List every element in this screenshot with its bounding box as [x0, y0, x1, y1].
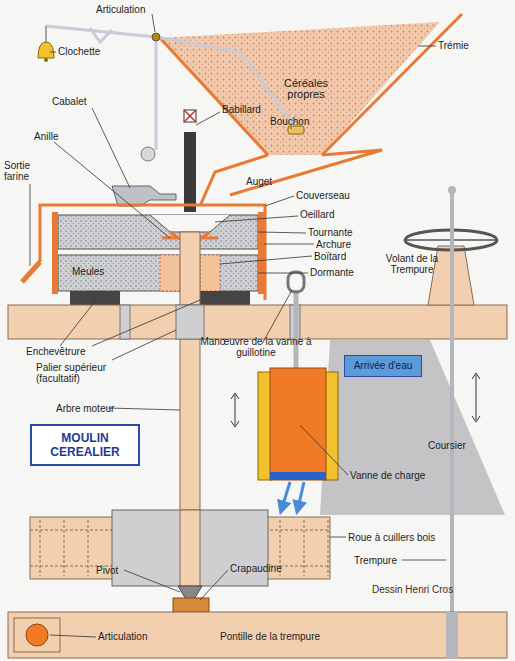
pontille: [8, 612, 507, 658]
vanne-edge: [270, 472, 326, 480]
wheel-spoon: [328, 520, 329, 576]
trempure-rod: [446, 612, 458, 658]
part-label: Dessin Henri Cros: [372, 584, 453, 595]
part-label: Articulation: [98, 631, 147, 642]
articulation-pin: [152, 33, 160, 41]
beam-post: [120, 305, 130, 339]
part-label: Pivot: [96, 565, 118, 576]
water-jet: [298, 482, 304, 508]
part-label: Pontille de la trempure: [220, 631, 320, 642]
archure: [258, 212, 264, 294]
part-label: Roue à cuillers bois: [348, 532, 435, 543]
part-label: Coursier: [428, 440, 466, 451]
part-label: Arbre moteur: [56, 403, 114, 414]
water-jet: [282, 482, 290, 508]
part-label: Archure: [316, 239, 351, 250]
part-label: Crapaudine: [230, 563, 282, 574]
part-label: Oeillard: [300, 209, 334, 220]
lever-support: [90, 28, 112, 42]
part-label: Bouchon: [270, 116, 309, 127]
wheel-spoon: [88, 520, 89, 576]
palier: [176, 305, 204, 339]
archure: [52, 212, 58, 294]
rod-knob: [448, 186, 456, 194]
wheel-spoon: [64, 520, 65, 576]
part-label: Articulation: [96, 4, 145, 15]
title-box: MOULIN CEREALIER: [30, 424, 140, 466]
motion-arrow: [472, 373, 480, 422]
node-text: MOULIN CEREALIER: [38, 431, 132, 459]
arbre-moteur: [180, 510, 200, 586]
lever-rod: [155, 37, 158, 150]
boitard: [160, 255, 180, 291]
part-label: Céréales propres: [274, 78, 338, 100]
trempure-rod: [450, 192, 454, 650]
part-label: Trempure: [354, 555, 397, 566]
arbre-moteur: [180, 232, 200, 517]
vanne-ring: [288, 272, 304, 292]
part-label: Tournante: [308, 227, 352, 238]
hopper-wall: [160, 38, 268, 155]
babillard: [184, 132, 196, 212]
part-label: Babillard: [222, 104, 261, 115]
cabalet: [112, 186, 176, 206]
wheel-spoon: [40, 520, 41, 576]
part-label: Sortie farine: [4, 160, 48, 182]
part-label: Trémie: [438, 40, 469, 51]
wheel-spoon: [304, 520, 305, 576]
leader-lines: [30, 14, 446, 637]
babillard-top: [184, 110, 196, 122]
stone-support: [200, 291, 250, 305]
bell-clapper: [44, 58, 48, 62]
pontille-articulation: [26, 624, 48, 646]
part-label: Vanne de charge: [350, 470, 425, 481]
part-label: Anille: [34, 131, 58, 142]
motion-arrow: [231, 393, 239, 427]
couverseau: [40, 205, 265, 300]
crapaudine: [173, 598, 209, 612]
cabalet-ball: [141, 147, 155, 161]
auget: [230, 150, 382, 195]
enchevetrure: [8, 305, 507, 339]
hopper-wall: [322, 14, 462, 155]
part-label: Clochette: [58, 46, 100, 57]
part-label: Cabalet: [52, 96, 86, 107]
boitard: [200, 255, 220, 291]
part-label: Manœuvre de la vanne à guillotine: [196, 336, 316, 358]
babillard-top: [184, 110, 196, 122]
part-label: Meules: [72, 266, 104, 277]
hopper-grain: [160, 22, 440, 155]
bouchon: [288, 126, 304, 134]
part-label: Volant de la Trempure: [382, 253, 442, 275]
part-label: Boïtard: [314, 251, 346, 262]
label-box: Arrivée d'eau: [344, 355, 422, 377]
bell: [38, 42, 54, 58]
coursier: [320, 340, 505, 515]
flour-outlet: [22, 262, 40, 282]
stone-support: [70, 291, 120, 305]
oeillard: [150, 215, 230, 232]
bed-stone: [58, 255, 258, 291]
part-label: Couverseau: [296, 190, 350, 201]
vanne-de-charge: [270, 368, 326, 480]
part-label: Dormante: [310, 267, 354, 278]
part-label: Auget: [246, 176, 272, 187]
vanne-rod: [294, 290, 299, 372]
part-label: Palier supérieur (facultatif): [36, 362, 126, 384]
bell-cord: [45, 26, 47, 42]
node-text: Arrivée d'eau: [349, 360, 417, 372]
part-label: Enchevêtrure: [26, 346, 85, 357]
runner-stone: [58, 215, 258, 249]
